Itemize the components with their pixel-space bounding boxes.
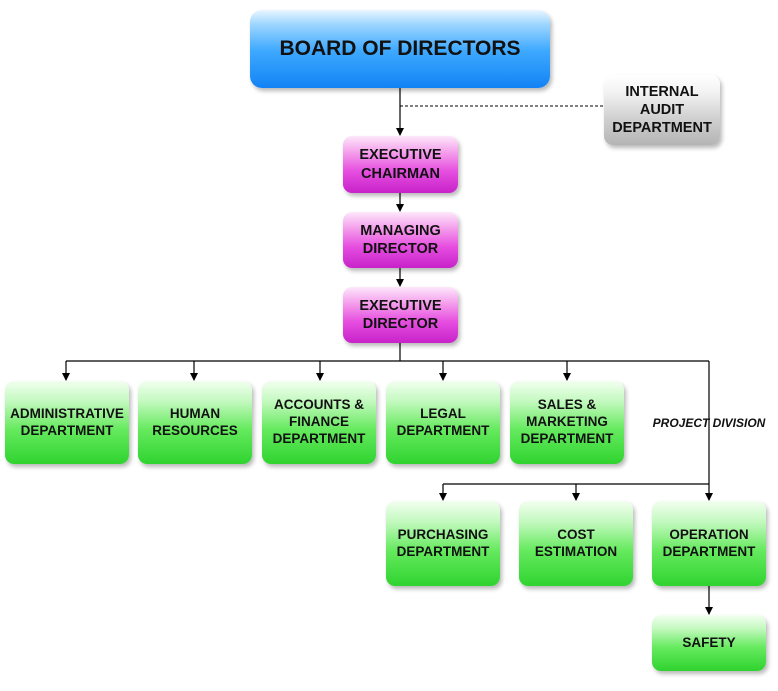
operation-line-2: DEPARTMENT [662,543,756,559]
purchasing-line-1: PURCHASING [397,526,489,542]
safety-box: SAFETY [652,615,766,671]
dept-1-line-1: ADMINISTRATIVE [10,405,124,421]
dept-5-line-1: SALES & [537,397,597,413]
board-of-directors-box: BOARD OF DIRECTORS [250,10,550,88]
executive-director-line-1: EXECUTIVE [359,297,442,314]
operation-department-box: OPERATION DEPARTMENT [652,501,766,586]
dept-4-line-1: LEGAL [420,405,466,421]
project-division-label: PROJECT DIVISION [652,416,766,430]
managing-director-line-1: MANAGING [360,222,441,239]
cost-estimation-line-2: ESTIMATION [534,543,618,559]
executive-chairman-box: EXECUTIVE CHAIRMAN [343,136,458,193]
cost-estimation-line-1: COST [557,526,595,542]
dept-3-line-2: FINANCE [289,414,349,430]
dept-1-line-2: DEPARTMENT [20,422,114,438]
executive-chairman-line-1: EXECUTIVE [359,147,442,164]
safety-label: SAFETY [682,634,736,650]
internal-audit-box: INTERNAL AUDIT DEPARTMENT [604,75,720,145]
accounts-finance-department-box: ACCOUNTS & FINANCE DEPARTMENT [262,381,376,464]
administrative-department-box: ADMINISTRATIVE DEPARTMENT [5,381,129,464]
dept-2-line-2: RESOURCES [152,422,238,438]
dept-4-line-2: DEPARTMENT [396,422,490,438]
sales-marketing-department-box: SALES & MARKETING DEPARTMENT [510,381,624,464]
purchasing-department-box: PURCHASING DEPARTMENT [386,501,500,586]
legal-department-box: LEGAL DEPARTMENT [386,381,500,464]
cost-estimation-box: COST ESTIMATION [519,501,633,586]
executive-director-line-2: DIRECTOR [362,316,439,332]
internal-audit-line-1: INTERNAL [625,83,699,100]
dept-5-line-2: MARKETING [526,414,608,430]
dept-3-line-3: DEPARTMENT [272,430,366,446]
dept-3-line-1: ACCOUNTS & [274,397,364,413]
internal-audit-line-2: AUDIT [639,101,685,118]
dept-5-line-3: DEPARTMENT [520,430,614,446]
purchasing-line-2: DEPARTMENT [396,543,490,559]
human-resources-box: HUMAN RESOURCES [138,381,252,464]
executive-director-box: EXECUTIVE DIRECTOR [343,287,458,343]
board-title: BOARD OF DIRECTORS [279,36,521,60]
dept-2-line-1: HUMAN [169,405,221,421]
executive-chairman-line-2: CHAIRMAN [361,165,440,182]
internal-audit-line-3: DEPARTMENT [612,120,712,137]
managing-director-line-2: DIRECTOR [362,241,439,257]
managing-director-box: MANAGING DIRECTOR [343,212,458,268]
operation-line-1: OPERATION [669,526,749,542]
